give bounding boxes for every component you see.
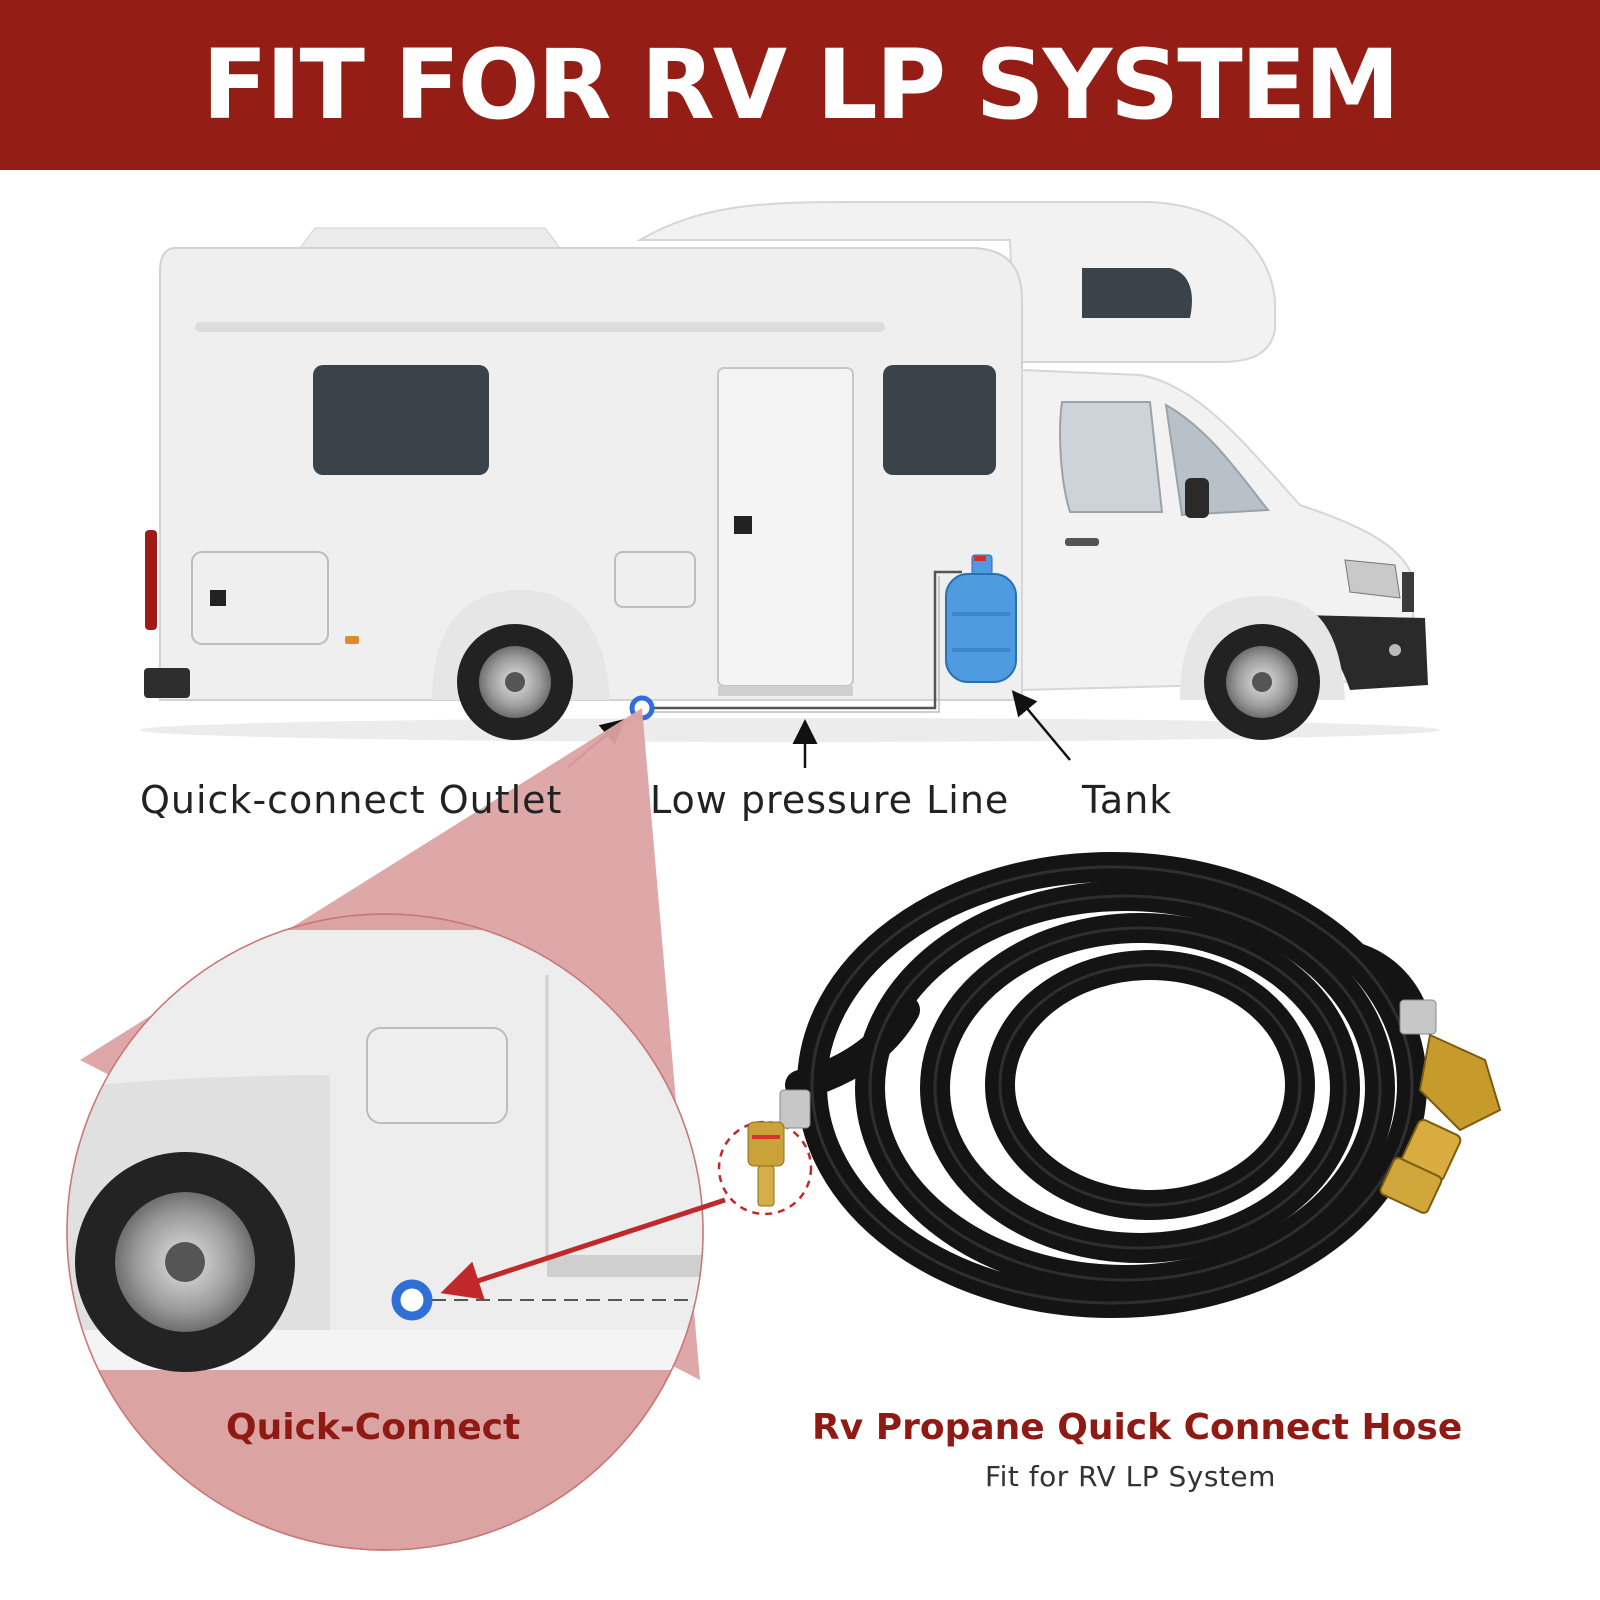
fitting-highlight [717, 1120, 813, 1216]
banner-title: FIT FOR RV LP SYSTEM [202, 29, 1400, 141]
product-name: Rv Propane Quick Connect Hose [812, 1407, 1463, 1448]
label-low-pressure-line: Low pressure Line [650, 778, 1010, 822]
label-tank: Tank [1082, 778, 1173, 822]
low-pressure-line [650, 570, 962, 710]
brass-elbow-fitting-icon [1379, 999, 1502, 1214]
rv-illustration [140, 201, 1440, 742]
label-quick-connect-outlet: Quick-connect Outlet [140, 778, 563, 822]
male-quick-connect-plug-icon [747, 1089, 811, 1207]
propane-tank-icon [945, 554, 1017, 683]
red-pointer-arrow [440, 1197, 726, 1300]
label-quick-connect: Quick-Connect [226, 1407, 521, 1448]
propane-hose-icon [785, 852, 1427, 1318]
product-subtitle: Fit for RV LP System [985, 1460, 1276, 1493]
title-banner: FIT FOR RV LP SYSTEM [0, 0, 1600, 170]
zoom-callout [66, 708, 704, 1551]
